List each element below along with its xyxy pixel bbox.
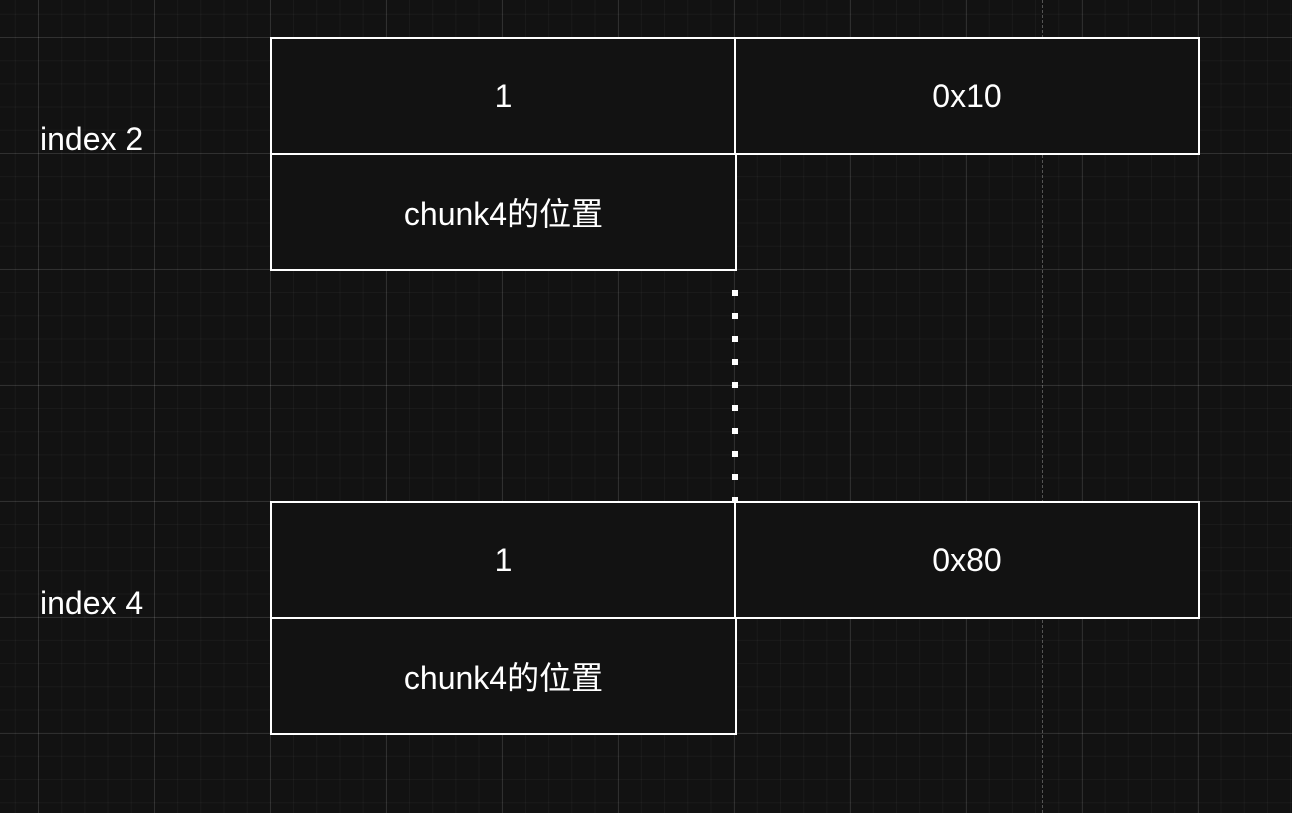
entry-label-index-2: index 2 xyxy=(40,121,144,157)
entry-index-4-count-cell: 1 xyxy=(270,501,737,619)
entry-index-4-pointer-cell: chunk4的位置 xyxy=(270,617,737,735)
entry-index-4-size-cell: 0x80 xyxy=(734,501,1200,619)
dotted-connector xyxy=(732,290,738,502)
entry-label-index-4: index 4 xyxy=(40,585,144,621)
entry-index-2-count-cell: 1 xyxy=(270,37,737,155)
entry-index-2-size-cell: 0x10 xyxy=(734,37,1200,155)
dashed-guide-line xyxy=(1042,0,1043,813)
entry-index-2-pointer-cell: chunk4的位置 xyxy=(270,153,737,271)
